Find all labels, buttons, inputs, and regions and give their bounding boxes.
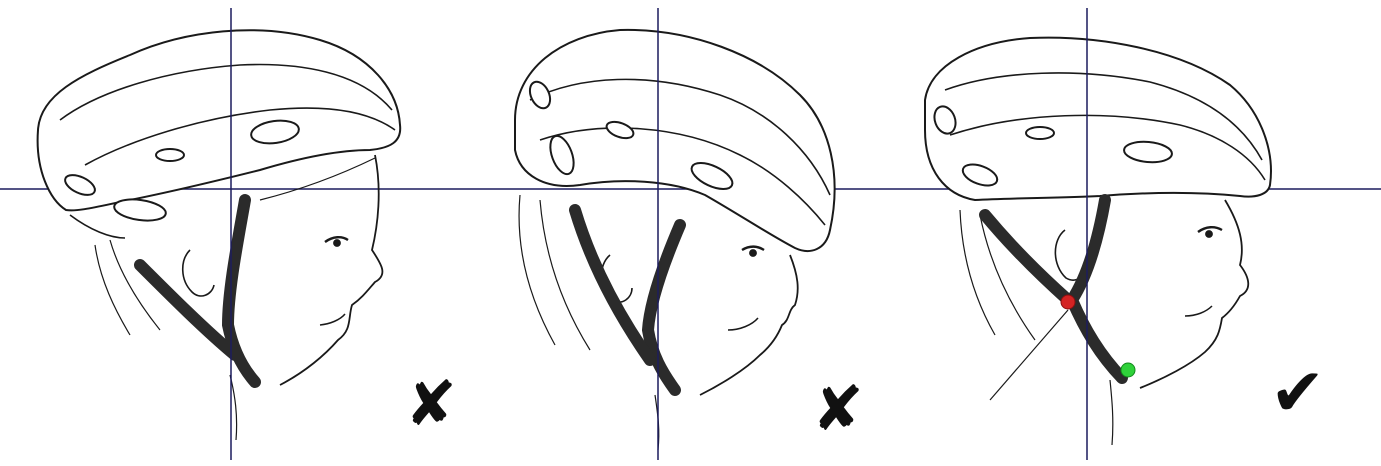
- chin-buckle-marker: [1121, 363, 1135, 377]
- helmet: [515, 30, 835, 251]
- panel-2: ✘: [515, 8, 864, 460]
- panel-3: ✔: [925, 8, 1325, 460]
- panel-1: ✘: [38, 8, 457, 460]
- chin-strap: [140, 200, 255, 382]
- helmet: [38, 30, 401, 238]
- side-buckle-marker: [1061, 295, 1075, 309]
- verdict-mark-incorrect-2: ✘: [812, 372, 864, 445]
- verdict-mark-incorrect-1: ✘: [405, 367, 457, 440]
- chin-strap: [985, 200, 1122, 378]
- helmet: [925, 38, 1271, 200]
- verdict-mark-correct: ✔: [1270, 354, 1325, 431]
- chin-strap: [575, 210, 680, 390]
